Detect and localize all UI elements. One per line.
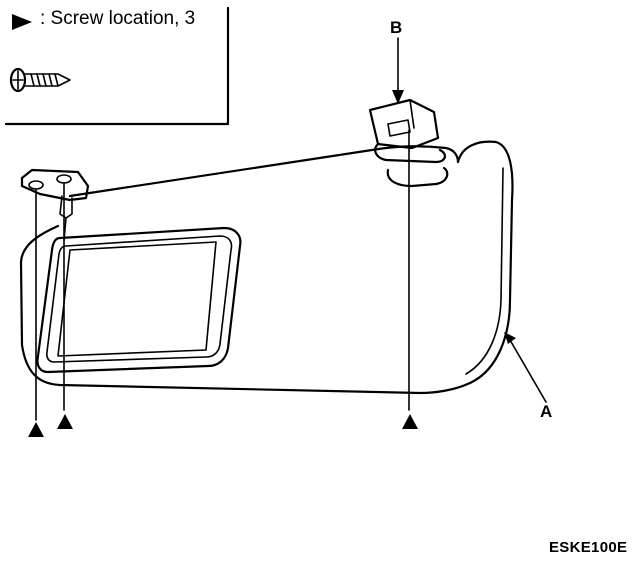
callout-a-arrow: [504, 332, 547, 403]
screw-leader-lines: [35, 129, 410, 421]
visor-body: [19, 140, 514, 395]
screw-icon: [9, 67, 71, 93]
callout-b-label: B: [390, 18, 403, 37]
screw-marker-3: [402, 414, 418, 429]
holder-clip: [368, 98, 446, 164]
callout-a-label: A: [540, 402, 553, 421]
screw-marker-1: [28, 422, 44, 437]
vanity-mirror: [36, 226, 242, 374]
visor-catch: [386, 166, 449, 188]
figure-code: ESKE100E: [549, 539, 628, 556]
screw-marker-2: [57, 414, 73, 429]
legend-marker-icon: [12, 14, 32, 30]
legend-box: [4, 6, 230, 126]
pivot-bracket: [20, 168, 90, 241]
callout-b-arrow: [392, 37, 404, 104]
legend-text: : Screw location, 3: [40, 8, 196, 29]
